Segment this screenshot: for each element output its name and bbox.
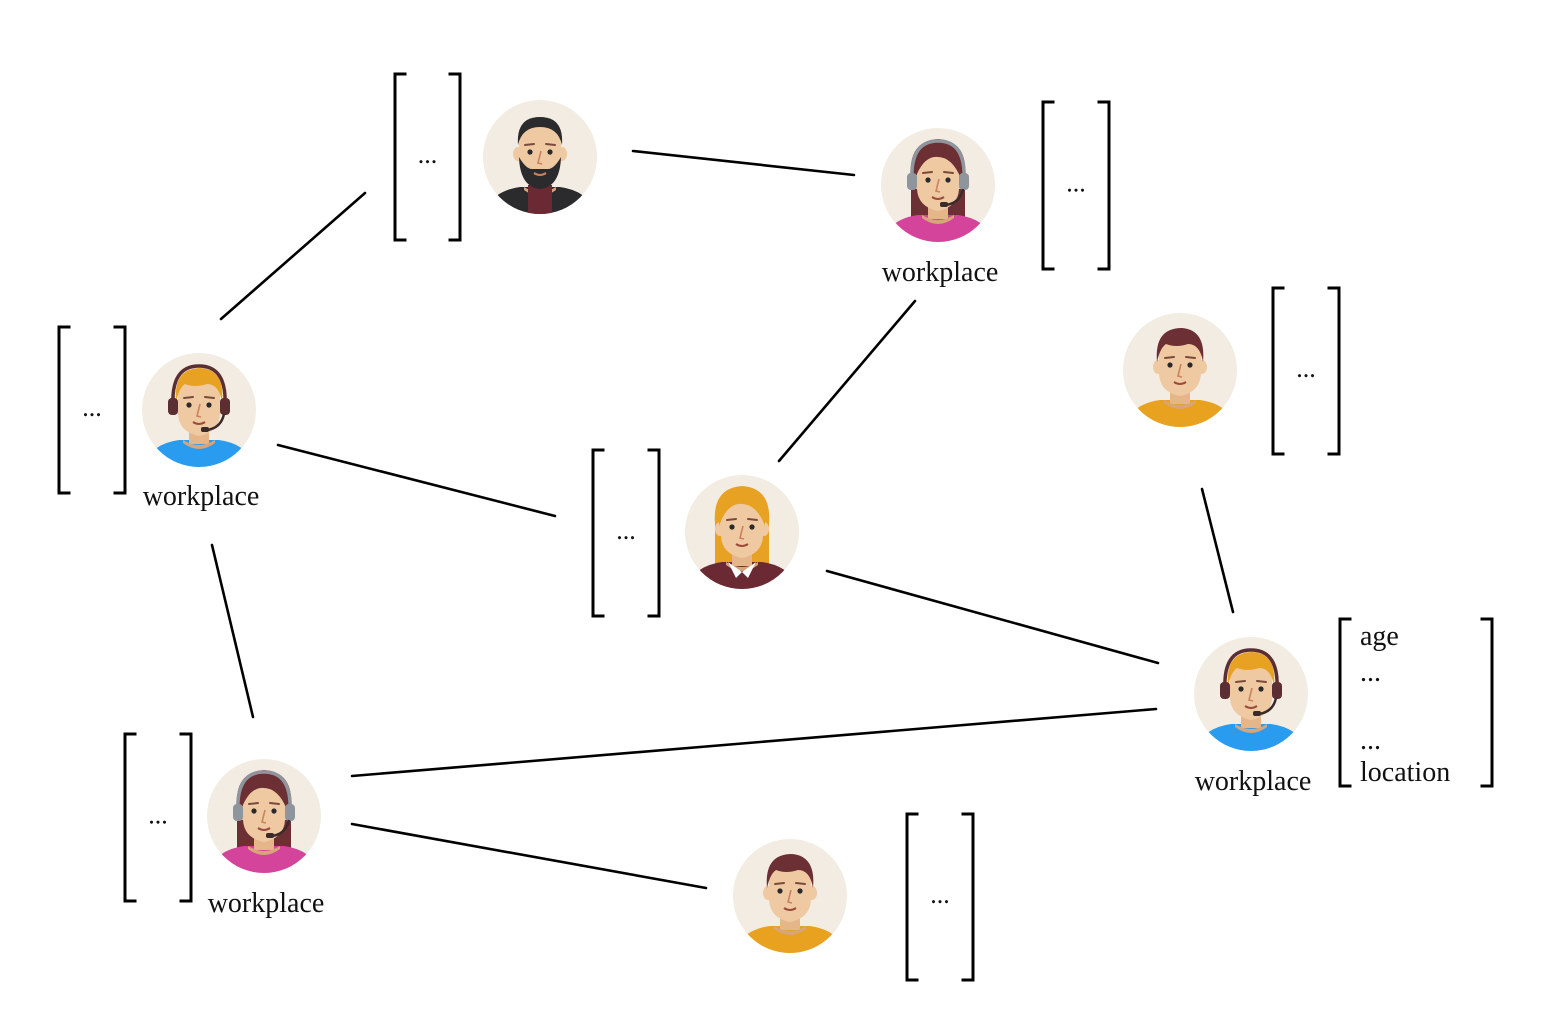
- attribute-vector-bracket-left: [905, 812, 919, 982]
- man-avatar-icon: [1123, 313, 1237, 427]
- attribute-value: ...: [1066, 169, 1086, 198]
- attribute-vector-bracket-right: [647, 448, 661, 618]
- node-label: workplace: [882, 257, 999, 288]
- attribute-value: ...: [1360, 657, 1381, 688]
- edge-bearded-man-to-man-headset-left: [219, 191, 367, 321]
- node-woman-headset-bottom[interactable]: workplace...: [123, 732, 325, 919]
- attribute-vector-bracket-right: [1097, 100, 1111, 271]
- edge-woman-headset-bottom-to-man-headset-right: [350, 707, 1158, 778]
- edges: [210, 149, 1235, 890]
- edge-woman-headset-top-to-woman-center: [777, 299, 917, 463]
- edge-bearded-man-to-woman-headset-top: [631, 149, 856, 177]
- attribute-vector: ...: [905, 812, 975, 982]
- attribute-vector-bracket-left: [393, 72, 407, 242]
- edge-man-right-to-man-headset-right: [1200, 487, 1235, 614]
- attribute-vector-bracket-right: [179, 732, 193, 903]
- attribute-vector: ...: [123, 732, 193, 903]
- node-man-headset-left[interactable]: workplace...: [57, 325, 260, 512]
- node-label: workplace: [1195, 766, 1312, 797]
- attribute-value: ...: [930, 880, 950, 909]
- node-label: workplace: [143, 481, 260, 512]
- attribute-value: ...: [82, 393, 102, 422]
- edge-woman-headset-bottom-to-man-bottom: [350, 822, 708, 890]
- attribute-vector-bracket-right: [113, 325, 127, 495]
- man-avatar-icon: [733, 839, 847, 953]
- attribute-vector-bracket-left: [57, 325, 71, 495]
- edge-man-headset-left-to-woman-center: [276, 443, 557, 518]
- node-label: workplace: [208, 888, 325, 919]
- edge-woman-center-to-man-headset-right: [825, 569, 1160, 665]
- node-bearded-man[interactable]: ...: [393, 72, 598, 242]
- attribute-value: ...: [148, 801, 168, 830]
- woman-headset-avatar-icon: [881, 128, 995, 242]
- attribute-value: ...: [1296, 354, 1316, 383]
- nodes: ...workplace...workplace.........workpla…: [57, 72, 1494, 982]
- attribute-vector-bracket-left: [591, 448, 605, 618]
- attribute-vector-bracket-left: [1271, 286, 1285, 456]
- attribute-vector: ...: [1041, 100, 1111, 271]
- attribute-vector-bracket-right: [1327, 286, 1341, 456]
- woman-avatar-icon: [685, 475, 799, 589]
- attribute-vector-bracket-left: [1338, 617, 1352, 788]
- man-headset-avatar-icon: [142, 353, 256, 467]
- node-woman-center[interactable]: ...: [591, 448, 800, 618]
- node-man-bottom[interactable]: ...: [732, 812, 975, 982]
- man-headset-avatar-icon: [1194, 637, 1308, 751]
- attribute-vector: ...: [591, 448, 661, 618]
- attribute-value: ...: [418, 140, 438, 169]
- attribute-vector-bracket-right: [448, 72, 462, 242]
- attribute-value: ...: [1360, 725, 1381, 756]
- attribute-vector-bracket-left: [123, 732, 137, 903]
- attribute-vector-bracket-right: [1480, 617, 1494, 788]
- attribute-vector: age......location: [1338, 617, 1494, 788]
- attribute-vector-bracket-right: [961, 812, 975, 982]
- bearded-man-avatar-icon: [483, 100, 597, 214]
- attribute-value: age: [1360, 621, 1399, 652]
- edge-man-headset-left-to-woman-headset-bottom: [210, 543, 255, 719]
- node-woman-headset-top[interactable]: workplace...: [880, 100, 1111, 288]
- attribute-vector-bracket-left: [1041, 100, 1055, 271]
- node-man-right[interactable]: ...: [1122, 286, 1341, 456]
- attribute-vector: ...: [1271, 286, 1341, 456]
- attribute-value: location: [1360, 757, 1450, 788]
- woman-headset-avatar-icon: [207, 759, 321, 873]
- attribute-value: ...: [616, 516, 636, 545]
- attribute-vector: ...: [57, 325, 127, 495]
- attribute-vector: ...: [393, 72, 462, 242]
